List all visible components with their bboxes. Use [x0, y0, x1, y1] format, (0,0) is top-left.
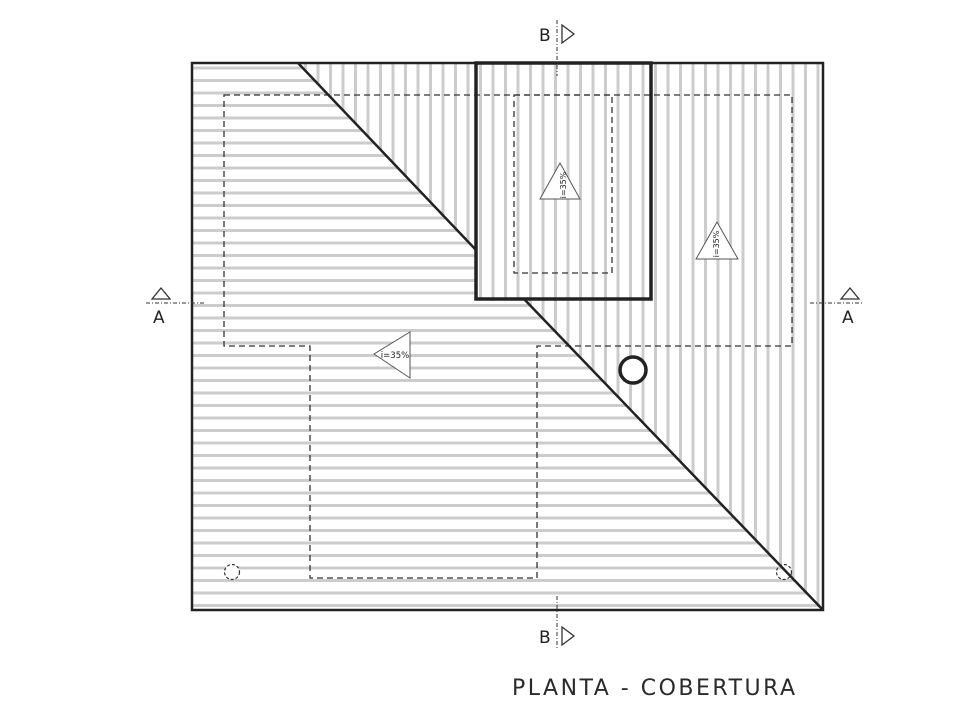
slope-label: i=35%: [559, 171, 568, 198]
downspout-left: [223, 563, 241, 581]
hip-line: [297, 62, 477, 251]
section-marker-b-bottom: B: [539, 625, 576, 648]
slope-arrow-upper-center: i=35%: [539, 161, 581, 200]
slope-arrow-right: i=35%: [695, 220, 739, 260]
drain-circle: [618, 355, 648, 385]
downspout-right: [775, 563, 793, 581]
hip-line-lower: [523, 298, 824, 611]
wall-outline-dashed: [223, 94, 793, 579]
slope-label: i=35%: [381, 351, 409, 361]
drawing-title: PLANTA - COBERTURA: [512, 676, 798, 701]
section-marker-b-top: B: [539, 23, 576, 46]
svg-text:B: B: [539, 628, 551, 648]
svg-text:B: B: [539, 26, 551, 46]
roof-plane-horizontal-hatch: [192, 63, 823, 610]
slope-arrow-left: i=35%: [373, 331, 411, 379]
slope-label: i=35%: [712, 230, 721, 257]
svg-text:A: A: [153, 308, 165, 328]
section-marker-a-right: A: [839, 286, 861, 328]
roof-outline: [190, 61, 825, 612]
skylight-inner-dashed: [513, 94, 613, 274]
svg-text:A: A: [842, 308, 854, 328]
section-marker-a-left: A: [150, 286, 172, 328]
